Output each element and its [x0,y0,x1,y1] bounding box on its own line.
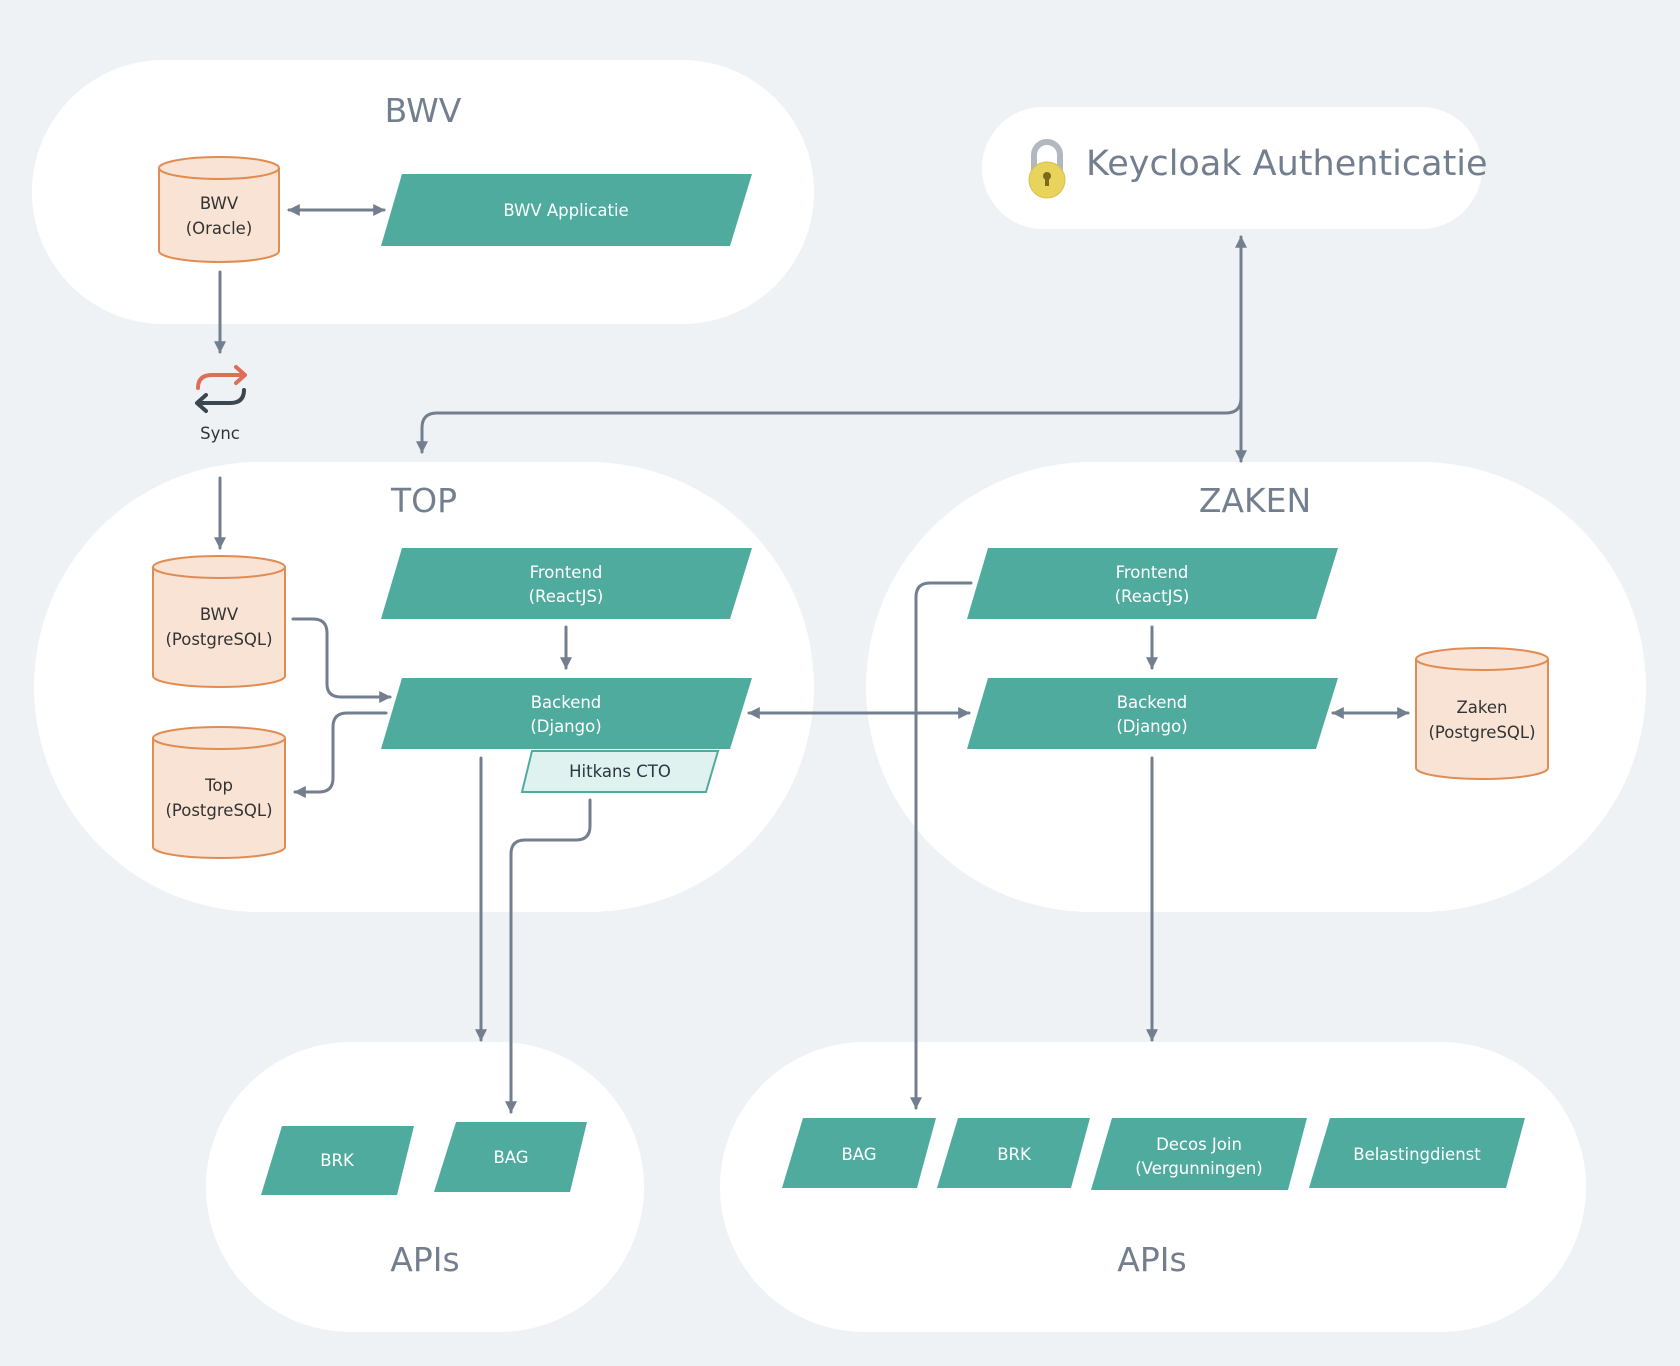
zaken-backend-line1: Backend [1117,693,1188,712]
zaken-frontend-line1: Frontend [1116,563,1189,582]
apis-left-group [206,1042,644,1332]
api-brk-left-label: BRK [320,1151,355,1170]
api-belastingdienst-label: Belastingdienst [1353,1145,1481,1164]
top-backend-component: Backend (Django) [381,678,752,749]
bwv-oracle-line1: BWV [200,194,239,213]
zaken-postgres-line2: (PostgreSQL) [1428,723,1535,742]
hitkans-cto-component: Hitkans CTO [520,750,720,793]
padlock-icon [1028,139,1066,199]
top-backend-line1: Backend [531,693,602,712]
zaken-frontend-component: Frontend (ReactJS) [967,548,1338,619]
apis-right-title: APIs [1117,1240,1186,1279]
zaken-backend-line2: (Django) [1116,717,1187,736]
api-bag-right: BAG [782,1118,936,1188]
api-brk-right-label: BRK [997,1145,1032,1164]
top-group-title: TOP [390,481,457,520]
api-decos-join: Decos Join (Vergunningen) [1091,1118,1307,1190]
bwv-oracle-database: BWV (Oracle) [158,156,280,263]
top-frontend-line1: Frontend [530,563,603,582]
zaken-backend-component: Backend (Django) [967,678,1338,749]
keycloak-title: Keycloak Authenticatie [1086,144,1488,184]
bwv-postgres-database: BWV (PostgreSQL) [152,555,286,688]
api-decos-line2: (Vergunningen) [1135,1159,1263,1178]
bwv-app-label: BWV Applicatie [503,201,628,220]
keycloak-group [982,107,1482,229]
bwv-group-title: BWV [385,91,462,130]
bwv-postgres-line1: BWV [200,605,239,624]
sync-arrows-icon [195,365,247,413]
top-postgres-database: Top (PostgreSQL) [152,726,286,859]
zaken-postgres-line1: Zaken [1457,698,1508,717]
apis-left-title: APIs [390,1240,459,1279]
bwv-app-component: BWV Applicatie [381,174,752,246]
api-belastingdienst: Belastingdienst [1309,1118,1525,1188]
top-postgres-line1: Top [204,776,233,795]
api-bag-left: BAG [434,1122,587,1192]
bwv-oracle-line2: (Oracle) [186,219,253,238]
bwv-postgres-to-backend-arrow [291,617,392,703]
api-brk-left: BRK [261,1126,414,1195]
zaken-postgres-database: Zaken (PostgreSQL) [1415,647,1549,780]
api-decos-line1: Decos Join [1156,1135,1242,1154]
zaken-frontend-line2: (ReactJS) [1115,587,1190,606]
api-bag-left-label: BAG [493,1148,528,1167]
top-frontend-component: Frontend (ReactJS) [381,548,752,619]
hitkans-to-bag-arrow [505,798,592,1114]
top-frontend-line2: (ReactJS) [529,587,604,606]
top-backend-line2: (Django) [530,717,601,736]
zaken-frontend-to-bag-arrow [910,581,973,1110]
backend-to-top-postgres-arrow [293,711,388,798]
hitkans-label: Hitkans CTO [569,762,671,781]
api-brk-right: BRK [937,1118,1090,1188]
bwv-postgres-line2: (PostgreSQL) [165,630,272,649]
top-postgres-line2: (PostgreSQL) [165,801,272,820]
api-bag-right-label: BAG [841,1145,876,1164]
sync-label: Sync [200,424,240,443]
zaken-group-title: ZAKEN [1199,481,1311,520]
